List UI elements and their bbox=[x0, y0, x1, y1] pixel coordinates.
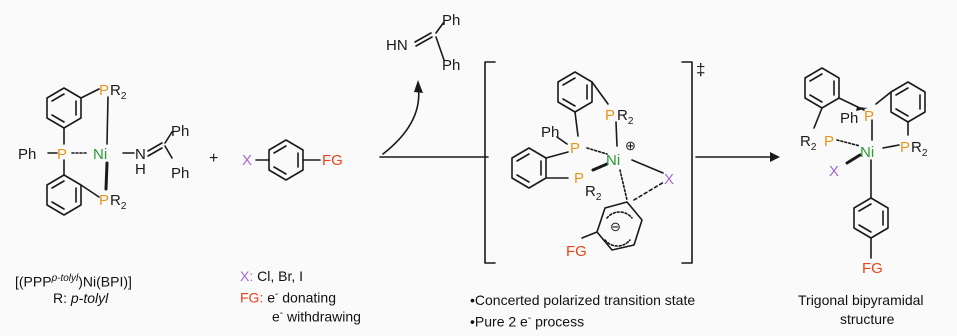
r2-label: R2 bbox=[110, 192, 127, 212]
r2-label: R2 bbox=[110, 82, 127, 102]
r-group-caption: R: p-tolyl bbox=[53, 290, 109, 306]
halide-options-caption: X: Cl, Br, I bbox=[240, 268, 304, 284]
functional-group-label: FG bbox=[862, 260, 883, 277]
ph-label: Ph bbox=[840, 110, 858, 127]
fg-options-caption-line2: e- withdrawing bbox=[272, 308, 361, 325]
ph-label: Ph bbox=[442, 57, 460, 74]
p-atom-label: P bbox=[605, 107, 615, 124]
p-atom-label: P bbox=[574, 170, 584, 187]
benzene-ring bbox=[596, 201, 643, 251]
ni-atom-label: Ni bbox=[93, 146, 107, 163]
negative-charge-icon: ⊖ bbox=[610, 219, 621, 234]
ni-bpi-complex bbox=[46, 87, 173, 216]
product-caption-2: structure bbox=[840, 311, 895, 327]
left-bracket bbox=[484, 61, 496, 264]
n-atom-label: N bbox=[135, 146, 146, 163]
ph-label: Ph bbox=[18, 146, 36, 163]
ph-label: Ph bbox=[171, 123, 189, 140]
positive-charge-icon: ⊕ bbox=[625, 138, 636, 153]
reaction-arrow bbox=[379, 21, 489, 158]
fg-options-caption: FG: e- donating bbox=[240, 289, 336, 306]
h-atom-label: H bbox=[135, 161, 146, 178]
hn-label: HN bbox=[386, 37, 408, 54]
double-dagger: ‡ bbox=[696, 60, 705, 79]
halide-label: X bbox=[829, 163, 839, 180]
r2-label: R2 bbox=[911, 139, 928, 159]
r2-label: R2 bbox=[585, 183, 602, 203]
halide-label: X bbox=[664, 171, 674, 188]
complex-name-caption: [(PPPp-tolyl)Ni(BPI)] bbox=[15, 273, 132, 290]
p-atom-label: P bbox=[900, 139, 910, 156]
product-complex bbox=[804, 67, 926, 259]
ph-label: Ph bbox=[541, 124, 559, 141]
halide-label: X bbox=[242, 152, 252, 169]
p-atom-label: P bbox=[99, 82, 109, 99]
ts-note-1: •Concerted polarized transition state bbox=[470, 292, 696, 308]
wedge-bond bbox=[856, 107, 868, 111]
ts-note-2: •Pure 2 e- process bbox=[470, 313, 585, 330]
aryl-halide bbox=[255, 139, 321, 181]
p-atom-label: P bbox=[824, 133, 834, 150]
ph-label: Ph bbox=[442, 12, 460, 29]
p-atom-label: P bbox=[57, 146, 67, 163]
p-atom-label: P bbox=[570, 140, 580, 157]
r2-label: R2 bbox=[617, 107, 634, 127]
product-caption-1: Trigonal bipyramidal bbox=[798, 292, 924, 308]
functional-group-label: FG bbox=[566, 243, 587, 260]
benzene-ring bbox=[268, 139, 304, 181]
p-atom-label: P bbox=[99, 192, 109, 209]
p-atom-label: P bbox=[864, 108, 874, 125]
r2-label: R2 bbox=[800, 133, 817, 153]
functional-group-label: FG bbox=[322, 152, 343, 169]
forward-arrow-head bbox=[770, 152, 780, 162]
ni-atom-label: Ni bbox=[860, 144, 874, 161]
right-bracket bbox=[681, 61, 693, 264]
arrow-head bbox=[414, 80, 423, 93]
ni-atom-label: Ni bbox=[606, 152, 620, 169]
plus-sign: + bbox=[209, 150, 218, 167]
ph-label: Ph bbox=[171, 165, 189, 182]
transition-state bbox=[484, 61, 693, 264]
